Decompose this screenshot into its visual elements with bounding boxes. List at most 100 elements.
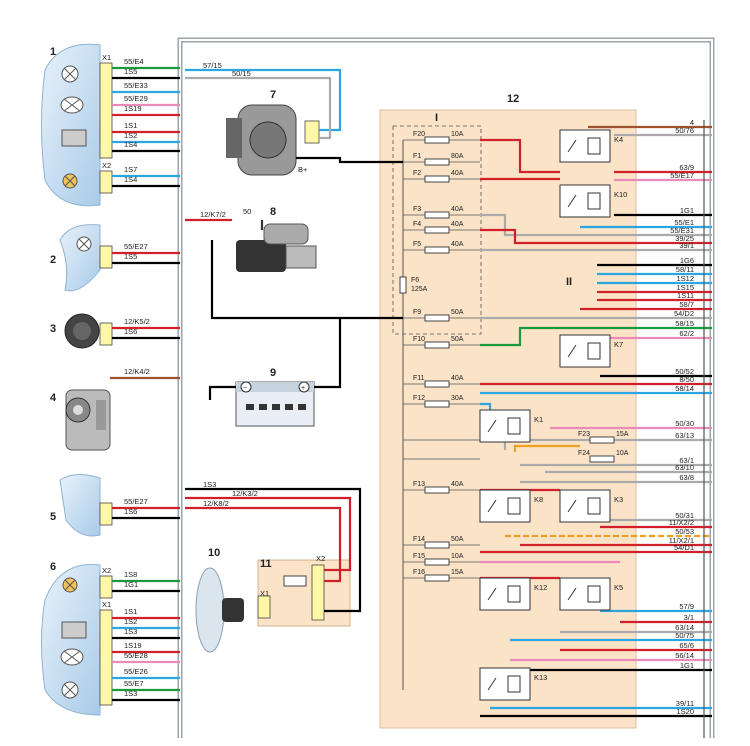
wire-label-left: 1S3 xyxy=(124,627,137,636)
side-repeater-5 xyxy=(59,474,113,537)
ac-compressor-4 xyxy=(65,389,111,451)
wire-label-right: 63/8 xyxy=(679,473,694,482)
wire-label-left: 12/K5/2 xyxy=(124,317,150,326)
fuse-label: F11 xyxy=(413,375,425,382)
horn-3 xyxy=(64,313,113,349)
fuse-label: F24 xyxy=(578,450,590,457)
relay-label: K8 xyxy=(534,495,543,504)
wire-label-left: 1S8 xyxy=(124,570,137,579)
component-number-c4: 4 xyxy=(50,392,57,404)
component-number-c5: 5 xyxy=(50,511,56,523)
wires xyxy=(110,66,712,718)
component-number-c6: 6 xyxy=(50,561,56,573)
fuse-rating: 10A xyxy=(451,553,464,560)
wire-label-right: 1S20 xyxy=(676,707,694,716)
wire-label-1s3: 1S3 xyxy=(203,480,216,489)
fuse-label: F6 xyxy=(411,277,419,284)
connector-label-x2: X2 xyxy=(102,566,111,575)
component-number-c9: 9 xyxy=(270,367,276,379)
wire-label-left: 1S6 xyxy=(124,507,137,516)
relay-K5 xyxy=(559,577,611,611)
wire-label-left: 1S19 xyxy=(124,641,142,650)
wire-label-left: 1S1 xyxy=(124,607,137,616)
fuse-label: F3 xyxy=(413,206,421,213)
fuse-F11 xyxy=(424,380,450,388)
block-label-II: II xyxy=(566,276,572,288)
fuse-label: F12 xyxy=(413,395,425,402)
fuse-rating: 10A xyxy=(616,450,629,457)
wire-label-right: 1S12 xyxy=(676,274,694,283)
connector-x2-top xyxy=(99,170,113,194)
right-wire-labels: 450/7663/955/E171G155/E155/E3139/2539/11… xyxy=(669,118,694,716)
frame xyxy=(177,37,715,738)
component-number-c11: 11 xyxy=(260,558,272,570)
wire-label-left: 55/E7 xyxy=(124,679,144,688)
wire-label-50-15: 50/15 xyxy=(232,69,251,78)
wire-label-right: 1S15 xyxy=(676,283,694,292)
fuse-rating: 40A xyxy=(451,206,464,213)
fuse-rating: 40A xyxy=(451,481,464,488)
wire-label-right: 50/53 xyxy=(675,527,694,536)
fuse-label: F14 xyxy=(413,536,425,543)
wire-label-right: 63/10 xyxy=(675,463,694,472)
wire-label-right: 50/76 xyxy=(675,126,694,135)
component-number-c2: 2 xyxy=(50,254,56,266)
component-number-c3: 3 xyxy=(50,323,56,335)
fuse-label: F1 xyxy=(413,153,421,160)
fuse-rating: 80A xyxy=(451,153,464,160)
wire-label-right: 39/25 xyxy=(675,234,694,243)
fuse-F20 xyxy=(424,136,450,144)
fuse-rating: 15A xyxy=(451,569,464,576)
wire-label-left: 1S19 xyxy=(124,104,142,113)
fan-10 xyxy=(195,567,244,653)
wire-label-left: 1S4 xyxy=(124,140,137,149)
wire-label-12-k8-2: 12/K8/2 xyxy=(203,499,229,508)
fuse-F15 xyxy=(424,558,450,566)
wire-label-left: 1S2 xyxy=(124,131,137,140)
wire-label-right: 1G1 xyxy=(680,661,694,670)
wire-label-left: 1S4 xyxy=(124,175,137,184)
wire-label-right: 58/7 xyxy=(679,300,694,309)
wire-label-left: 1S5 xyxy=(124,252,137,261)
wire-label-left: 12/K4/2 xyxy=(124,367,150,376)
wire-label-right: 54/D1 xyxy=(674,543,694,552)
fuse-rating: 50A xyxy=(451,336,464,343)
relay-K7 xyxy=(559,334,611,368)
component-number-c7: 7 xyxy=(270,89,276,101)
fuse-F10 xyxy=(424,341,450,349)
fuse-F14 xyxy=(424,541,450,549)
fuse-rating: 50A xyxy=(451,309,464,316)
relay-label: K7 xyxy=(614,340,623,349)
wire-label-right: 63/14 xyxy=(675,623,694,632)
wire-label-right: 58/15 xyxy=(675,319,694,328)
connector-label-x1: X1 xyxy=(102,600,111,609)
connector-label-x2: X2 xyxy=(316,554,325,563)
wire-label-right: 11/X2/2 xyxy=(669,518,694,527)
relay-K1 xyxy=(479,409,531,443)
relay-K3 xyxy=(559,489,611,523)
wire-label-right: 50/30 xyxy=(675,419,694,428)
wire-label-left: 1S7 xyxy=(124,165,137,174)
connector-x1-top xyxy=(99,62,113,159)
fuse-F2 xyxy=(424,175,450,183)
relay-label: K1 xyxy=(534,415,543,424)
relay-label: K13 xyxy=(534,673,547,682)
fuse-rating: 40A xyxy=(451,221,464,228)
wire-label-left: 1G1 xyxy=(124,580,138,589)
fuse-label: F2 xyxy=(413,170,421,177)
fuse-F5 xyxy=(424,246,450,254)
wire-label-right: 39/1 xyxy=(679,241,694,250)
fuse-F4 xyxy=(424,226,450,234)
fuse-label: F5 xyxy=(413,241,421,248)
wire-label-12-k7-2: 12/K7/2 xyxy=(200,210,226,219)
wire-label-right: 39/11 xyxy=(676,699,694,708)
wire-label-right: 1S11 xyxy=(677,291,694,300)
wire-label-right: 58/11 xyxy=(676,265,694,274)
fuse-rating: 40A xyxy=(451,375,464,382)
fuse-F9 xyxy=(424,314,450,322)
